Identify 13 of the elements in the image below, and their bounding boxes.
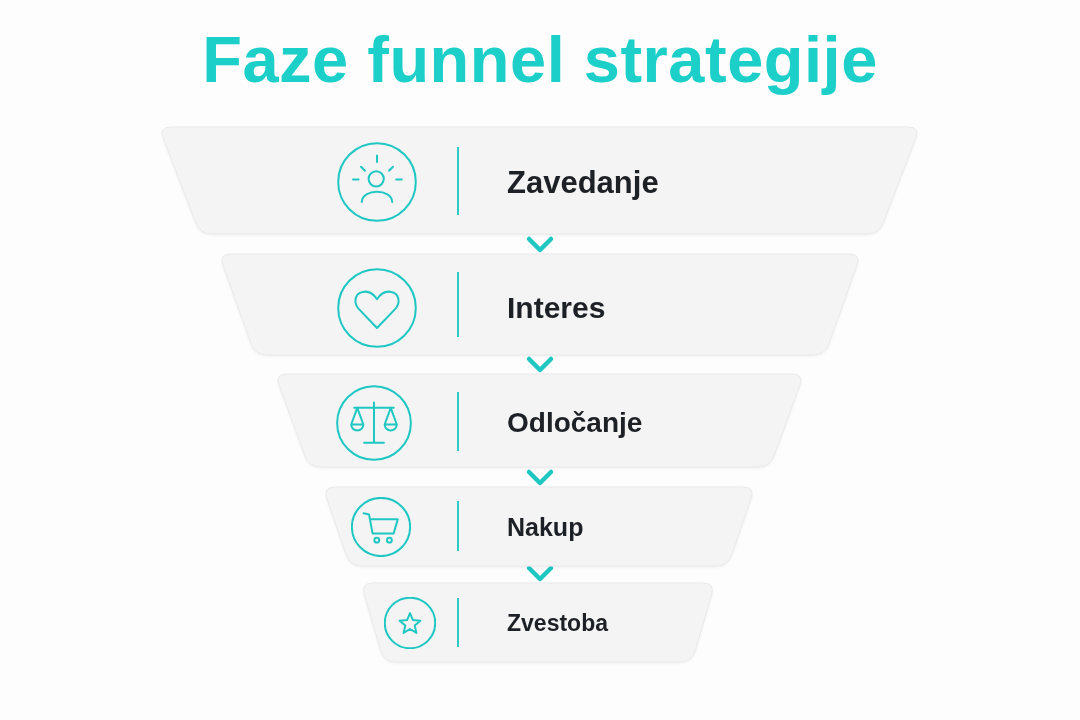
stage-label: Nakup <box>507 514 584 540</box>
stage-label: Zvestoba <box>507 611 608 635</box>
chevron-arrow <box>526 468 554 486</box>
chevron-arrow <box>526 235 554 253</box>
funnel-stage <box>218 253 862 356</box>
stage-label: Odločanje <box>507 409 643 437</box>
stage-label: Zavedanje <box>507 166 659 198</box>
chevron-arrow <box>526 356 554 373</box>
stage-label: Interes <box>507 293 606 323</box>
funnel-stage <box>360 582 716 663</box>
funnel-stage <box>274 373 805 468</box>
funnel-stage <box>322 486 756 567</box>
chevron-arrow <box>526 565 554 582</box>
